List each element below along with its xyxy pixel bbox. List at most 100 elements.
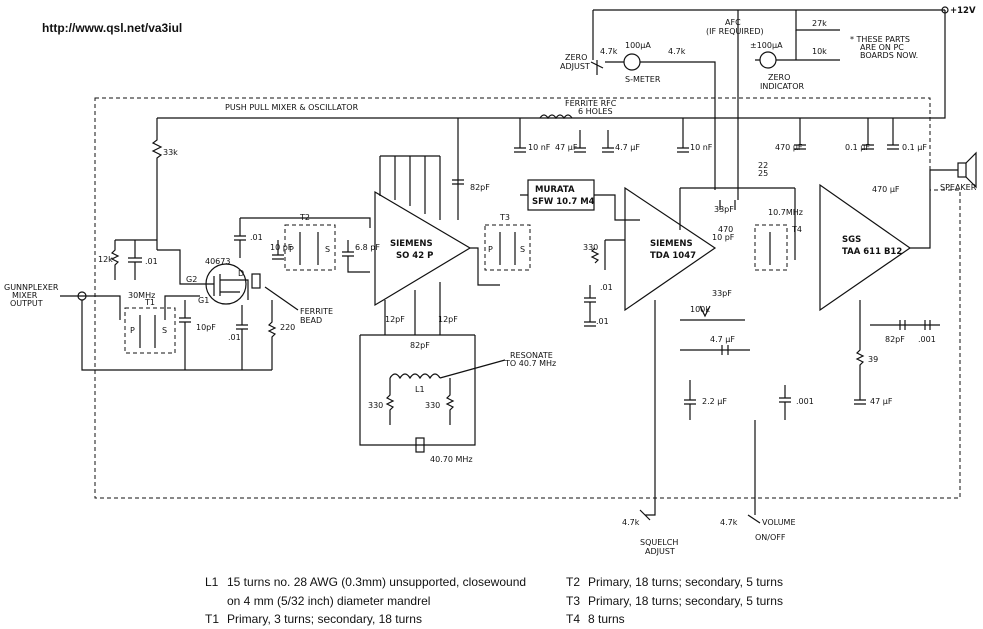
s-meter-range-label: 100µA	[625, 41, 651, 50]
c-33pf-a-label: 33pF	[714, 205, 734, 214]
vcc-line	[157, 10, 946, 119]
m-100ua-b-label: ±100µA	[750, 41, 783, 50]
supply-rail	[592, 9, 945, 60]
r-330-if-label: 330	[583, 243, 598, 252]
ic-taa611	[819, 183, 912, 312]
ferrite-rfc	[539, 114, 573, 120]
c-01b-label: .01	[250, 233, 263, 242]
gunnplexer-label-3: OUTPUT	[10, 299, 43, 308]
c-10pf-t1-label: 10pF	[196, 323, 216, 332]
c-01c-label: .01	[600, 283, 613, 292]
u3-part: TAA 611 B12	[842, 247, 902, 257]
zero-adjust-label-1: ZERO	[565, 53, 587, 62]
squelch-label-1: SQUELCH	[640, 538, 678, 547]
d-label: D	[238, 269, 244, 278]
u2-name: SIEMENS	[650, 239, 693, 249]
source-url: http://www.qsl.net/va3iul	[42, 21, 183, 35]
pc-note-3: BOARDS NOW.	[860, 51, 918, 60]
c-470uf-a-label: 470 µF	[775, 143, 803, 152]
gunnplexer-label-1: GUNNPLEXER	[4, 283, 59, 292]
ferrite-bead-label-2: BEAD	[300, 316, 322, 325]
c-470uf-b-label: 470 µF	[872, 185, 900, 194]
xtal-label: 40.70 MHz	[430, 455, 473, 464]
c-10nf-b-label: 10 nF	[690, 143, 713, 152]
pot-47k-d-label: 4.7k	[720, 518, 738, 527]
squelch-label-2: ADJUST	[645, 547, 675, 556]
l1-label: L1	[415, 385, 425, 394]
t4-label: T4	[791, 225, 802, 234]
t1-p-label: P	[130, 326, 135, 335]
pc-board-outline	[94, 97, 961, 499]
c-12pf-a-label: 12pF	[385, 315, 405, 324]
crystal-40-70	[415, 437, 425, 453]
l1-coil	[389, 373, 441, 380]
c-22b-label: 25	[758, 169, 768, 178]
s-meter	[623, 53, 641, 71]
c-10pf-t2-label: 10 pF	[270, 243, 293, 252]
t4-transformer	[754, 224, 788, 271]
zero-adjust-label-2: ADJUST	[560, 62, 590, 71]
t4-freq-label: 10.7MHz	[768, 208, 803, 217]
ferrite-rfc-label: FERRITE RFC	[565, 99, 617, 108]
afc-label: AFC	[725, 18, 741, 27]
c-01a-label: .01	[145, 257, 158, 266]
r-33k-label: 33k	[163, 148, 178, 157]
c-01-g1-label: .01	[228, 333, 241, 342]
resonate-label-1: RESONATE	[510, 351, 553, 360]
pot-47k-b-label: 4.7k	[668, 47, 686, 56]
volume-label-1: VOLUME	[762, 518, 796, 527]
c-12pf-b-label: 12pF	[438, 315, 458, 324]
r-12k-label: 12k	[98, 255, 113, 264]
g2-label: G2	[186, 275, 197, 284]
freq-30-label: 30MHz	[128, 291, 155, 300]
ic-so42p	[374, 190, 472, 307]
c-47uf-vol-label: 4.7 µF	[710, 335, 735, 344]
filter-name: MURATA	[535, 185, 575, 195]
r-330a-label: 330	[368, 401, 383, 410]
s-meter-label: S-METER	[625, 75, 661, 84]
c-47uf-label: 47 µF	[555, 143, 578, 152]
c-22-label: 22	[758, 161, 768, 170]
c-82pf-amp-label: 82pF	[885, 335, 905, 344]
fet-label: 40673	[205, 257, 230, 266]
speaker-label: SPEAKER	[940, 183, 977, 192]
u1-part: SO 42 P	[396, 251, 433, 261]
u2-part: TDA 1047	[650, 251, 696, 261]
c-10nf-a-label: 10 nF	[528, 143, 551, 152]
c-01d-label: .01	[596, 317, 609, 326]
t1-label: T1	[144, 298, 155, 307]
c-001b-label: .001	[918, 335, 936, 344]
u1-name: SIEMENS	[390, 239, 433, 249]
ferrite-bead	[251, 273, 261, 289]
t3-s-label: S	[520, 245, 525, 254]
pc-note-2: ARE ON PC	[860, 43, 904, 52]
resonate-label-2: TO 40.7 MHz	[504, 359, 556, 368]
c-68pf-label: 6.8 pF	[355, 243, 380, 252]
zero-ind-label-1: ZERO	[768, 73, 790, 82]
c-01uf-label: 0.1 µF	[845, 143, 870, 152]
supply-label: +12V	[950, 6, 976, 16]
t2-transformer	[284, 224, 336, 271]
r-10k-label: 10k	[812, 47, 827, 56]
zero-indicator	[759, 51, 777, 69]
pc-note-1: * THESE PARTS	[850, 35, 910, 44]
ferrite-bead-label-1: FERRITE	[300, 307, 333, 316]
speaker-icon	[957, 162, 967, 178]
t2-p-label: P	[289, 245, 294, 254]
c-33pf-b-label: 33pF	[712, 289, 732, 298]
zero-ind-label-2: INDICATOR	[760, 82, 804, 91]
c-001-label: .001	[796, 397, 814, 406]
afc-note-label: (IF REQUIRED)	[706, 27, 764, 36]
pot-47k-a-label: 4.7k	[600, 47, 618, 56]
c-82pf-osc-label: 82pF	[410, 341, 430, 350]
pot-47k-c-label: 4.7k	[622, 518, 640, 527]
u3-name: SGS	[842, 235, 861, 245]
c-470-label: 470	[718, 225, 733, 234]
filter-part: SFW 10.7 M4	[532, 197, 595, 207]
ic-tda1047	[624, 186, 717, 312]
r-27k-label: 27k	[812, 19, 827, 28]
